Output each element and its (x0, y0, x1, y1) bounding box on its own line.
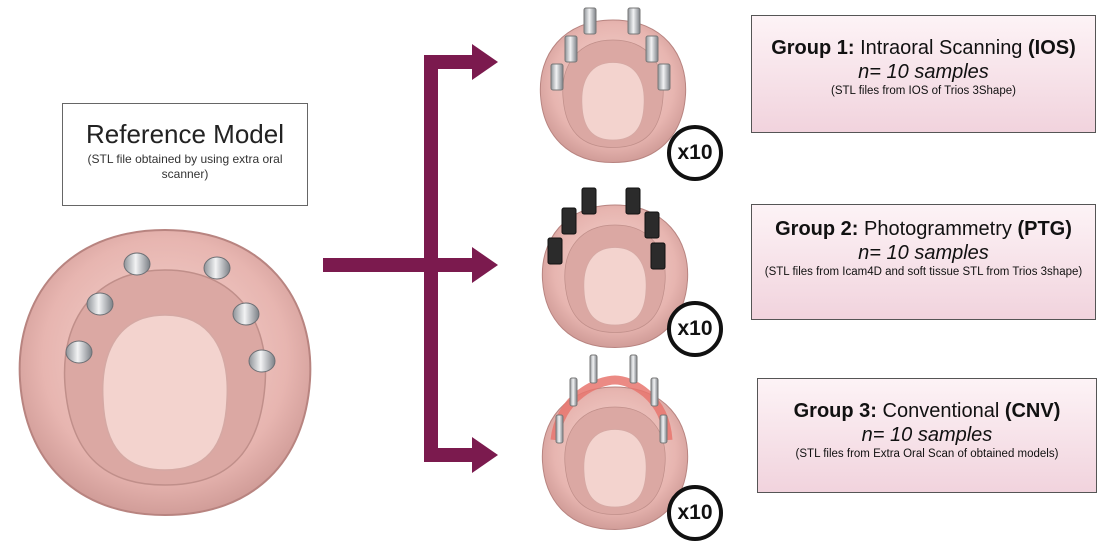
group-2-name: Photogrammetry (864, 218, 1012, 240)
group-3-box: Group 3: Conventional (CNV) n= 10 sample… (757, 378, 1097, 493)
cnv-jaw-model (542, 355, 687, 530)
ios-jaw-model (540, 8, 685, 163)
group-2-label: Group 2: (775, 218, 858, 240)
reference-title: Reference Model (63, 120, 307, 148)
group-3-abbr: (CNV) (1005, 400, 1061, 422)
group-2-sample-count: n= 10 samples (752, 241, 1095, 265)
group-3-label: Group 3: (794, 400, 877, 422)
group-2-heading: Group 2: Photogrammetry (PTG) (752, 217, 1095, 241)
group-1-source: (STL files from IOS of Trios 3Shape) (752, 84, 1095, 98)
group-2-multiplier-badge: x10 (667, 301, 723, 357)
group-1-abbr: (IOS) (1028, 37, 1076, 59)
ptg-jaw-model (542, 188, 687, 348)
group-2-abbr: (PTG) (1017, 218, 1071, 240)
group-1-sample-count: n= 10 samples (752, 60, 1095, 84)
group-3-heading: Group 3: Conventional (CNV) (758, 399, 1096, 423)
group-3-multiplier-badge: x10 (667, 485, 723, 541)
reference-jaw-model (20, 230, 311, 515)
reference-subtitle: (STL file obtained by using extra oral s… (63, 152, 307, 182)
group-2-box: Group 2: Photogrammetry (PTG) n= 10 samp… (751, 204, 1096, 320)
group-3-source: (STL files from Extra Oral Scan of obtai… (758, 447, 1096, 461)
group-1-multiplier-badge: x10 (667, 125, 723, 181)
group-1-box: Group 1: Intraoral Scanning (IOS) n= 10 … (751, 15, 1096, 133)
group-1-heading: Group 1: Intraoral Scanning (IOS) (752, 36, 1095, 60)
flow-arrow (323, 44, 498, 473)
group-3-name: Conventional (883, 400, 1000, 422)
group-1-label: Group 1: (771, 37, 854, 59)
group-1-name: Intraoral Scanning (860, 37, 1022, 59)
group-2-source: (STL files from Icam4D and soft tissue S… (752, 265, 1095, 279)
reference-model-box: Reference Model (STL file obtained by us… (62, 103, 308, 206)
group-3-sample-count: n= 10 samples (758, 423, 1096, 447)
